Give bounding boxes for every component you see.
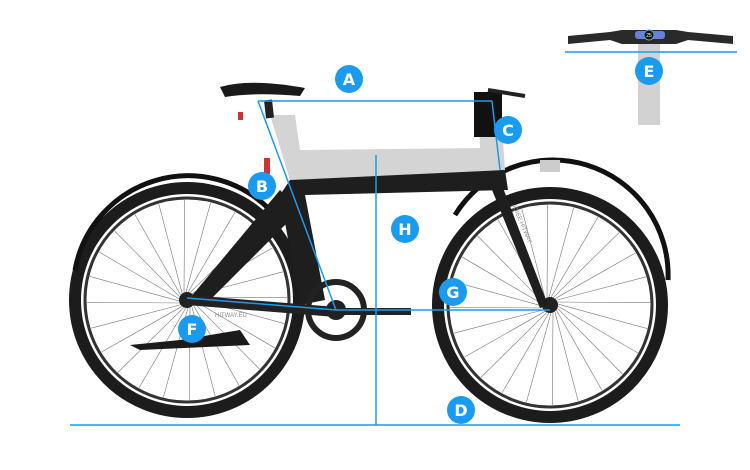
spoke bbox=[477, 235, 545, 304]
spoke bbox=[89, 276, 182, 302]
frame-text: HITWAY.EU bbox=[215, 313, 247, 319]
spoke bbox=[555, 306, 623, 375]
label-f: F bbox=[178, 315, 206, 343]
spoke bbox=[117, 305, 186, 373]
spoke bbox=[555, 301, 650, 303]
spoke bbox=[549, 217, 599, 300]
svg-text:H: H bbox=[398, 220, 411, 239]
spoke bbox=[134, 214, 183, 298]
spoke bbox=[546, 205, 548, 300]
spoke bbox=[526, 310, 552, 403]
spoke bbox=[548, 207, 574, 300]
label-a: A bbox=[335, 65, 363, 93]
spoke bbox=[99, 251, 182, 301]
display-speed: 25 bbox=[646, 33, 652, 39]
spoke bbox=[114, 230, 182, 299]
spoke bbox=[450, 307, 545, 309]
line-b bbox=[257, 100, 337, 311]
line-f bbox=[186, 297, 337, 311]
spoke bbox=[464, 309, 548, 358]
spoke bbox=[158, 203, 184, 296]
spoke bbox=[555, 304, 638, 354]
svg-text:E: E bbox=[644, 62, 655, 81]
spoke bbox=[452, 281, 545, 307]
spoke bbox=[90, 303, 183, 329]
label-c: C bbox=[494, 116, 522, 144]
label-g: G bbox=[439, 278, 467, 306]
spoke bbox=[101, 304, 185, 353]
label-d: D bbox=[447, 396, 475, 424]
svg-text:D: D bbox=[454, 401, 467, 420]
spoke bbox=[552, 252, 636, 301]
spoke bbox=[555, 303, 648, 329]
spoke bbox=[462, 256, 545, 306]
label-e: E bbox=[635, 57, 663, 85]
svg-text:B: B bbox=[256, 177, 268, 196]
label-h: H bbox=[391, 215, 419, 243]
front-wheel bbox=[432, 187, 668, 423]
spoke bbox=[453, 308, 546, 334]
spoke bbox=[87, 302, 182, 304]
spoke bbox=[552, 310, 554, 405]
spoke bbox=[185, 202, 211, 295]
spoke bbox=[554, 276, 647, 302]
svg-text:A: A bbox=[343, 70, 356, 89]
rear-fender bbox=[72, 173, 272, 271]
spoke bbox=[183, 200, 185, 295]
spoke bbox=[192, 299, 275, 349]
label-b: B bbox=[248, 172, 276, 200]
svg-text:F: F bbox=[187, 320, 198, 339]
spoke bbox=[480, 310, 549, 378]
spoke bbox=[521, 208, 547, 301]
spoke bbox=[501, 310, 551, 393]
spoke bbox=[553, 309, 579, 402]
spoke bbox=[186, 212, 236, 295]
spoke bbox=[554, 307, 603, 391]
svg-text:C: C bbox=[502, 121, 514, 140]
svg-text:G: G bbox=[446, 283, 459, 302]
spoke bbox=[551, 232, 620, 300]
